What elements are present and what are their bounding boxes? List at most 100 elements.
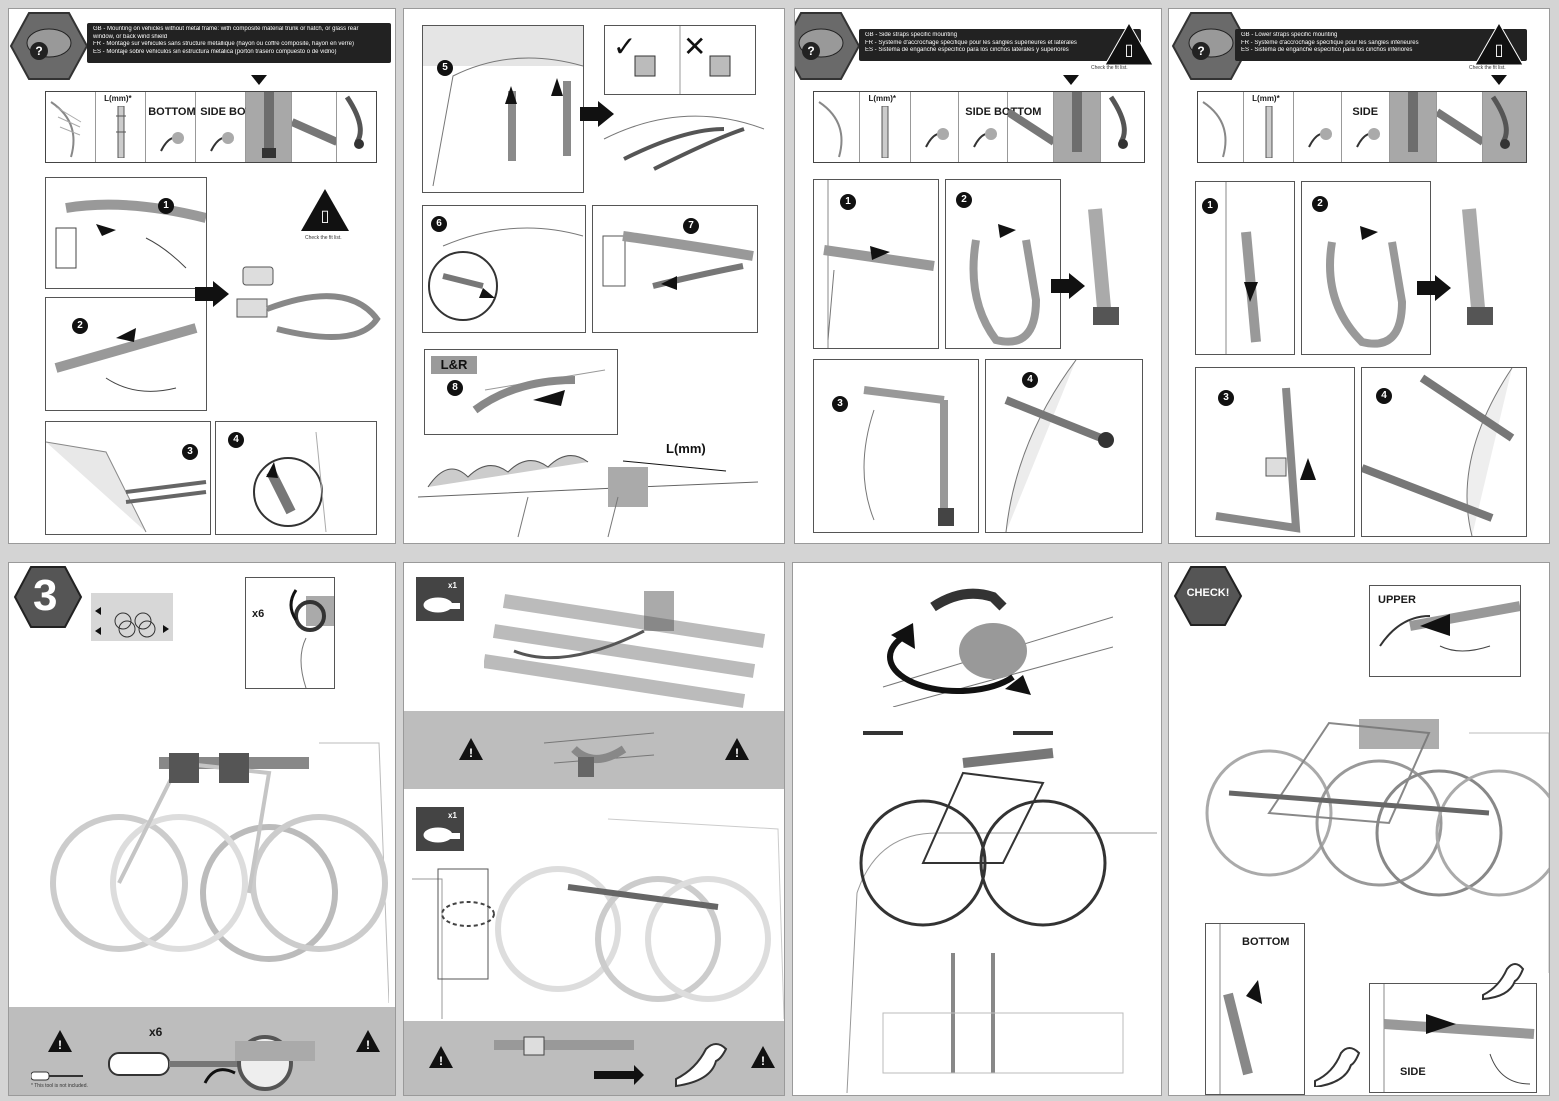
header-line-2: FR - Système d'accrochage spécifique pou… xyxy=(865,39,1077,46)
rotate-strap-illustration xyxy=(882,588,1113,707)
svg-text:▯: ▯ xyxy=(1495,42,1504,59)
fit-cell-bottom: BOTTOM xyxy=(146,92,197,162)
side-bottom-label: SIDE BOTTOM xyxy=(965,106,1042,118)
step-number: 8 xyxy=(447,380,463,396)
bike-on-rack-illustration xyxy=(846,731,1157,1093)
svg-text:▯: ▯ xyxy=(1125,42,1134,59)
instruction-header: GB - Lower straps specific mounting FR -… xyxy=(1235,29,1527,61)
side-label: SIDE xyxy=(1352,106,1379,118)
header-line-2: FR - Système d'accrochage spécifique pou… xyxy=(1241,39,1419,46)
step-number: 1 xyxy=(840,194,856,210)
right-arrow-icon xyxy=(1051,273,1085,299)
panel-rotate-strap xyxy=(792,562,1162,1096)
step-8-box: L&R 8 xyxy=(424,349,618,435)
bottom-label: BOTTOM xyxy=(148,106,196,118)
side-label: SIDE xyxy=(1400,1066,1426,1078)
screwdriver-illustration xyxy=(108,1035,315,1091)
step-number: 7 xyxy=(683,218,699,234)
panel-strap-bikes: x1 ! ! x1 ! ! xyxy=(403,562,785,1096)
step-number: 4 xyxy=(1376,388,1392,404)
fit-cell-strap-a xyxy=(246,92,292,162)
check-fit-list-note: Check the fit list. xyxy=(305,235,342,241)
svg-text:!: ! xyxy=(761,1054,765,1068)
fit-strip: L(mm)* SIDE xyxy=(1197,91,1527,163)
step-7-box: 7 xyxy=(592,205,758,333)
panel-lower-straps-mounting: ? GB - Lower straps specific mounting FR… xyxy=(1168,8,1550,544)
lmm-label: L(mm)* xyxy=(104,94,132,103)
panel-side-straps-mounting: ? GB - Side straps specific mounting FR … xyxy=(794,8,1162,544)
fit-cell-gauge xyxy=(1198,92,1245,162)
step-1-box: 1 xyxy=(813,179,939,349)
fit-cell-lmm: L(mm)* xyxy=(1244,92,1295,162)
svg-text:!: ! xyxy=(439,1054,443,1068)
down-arrow-icon xyxy=(251,75,267,85)
step-2-box: 2 xyxy=(945,179,1061,349)
upper-strap-check-box: UPPER xyxy=(1369,585,1521,677)
step-4-box: 4 xyxy=(985,359,1143,533)
svg-text:!: ! xyxy=(58,1038,62,1052)
warning-icon: ! xyxy=(429,1046,453,1068)
step-number: 6 xyxy=(431,216,447,232)
step-3-box: 3 xyxy=(1195,367,1355,537)
upper-label: UPPER xyxy=(1378,594,1416,606)
step-number: 2 xyxy=(72,318,88,334)
step-5-box: 5 xyxy=(422,25,584,193)
svg-text:?: ? xyxy=(35,44,42,58)
step-3-box: 3 xyxy=(45,421,211,535)
strap-buckle-illustration xyxy=(236,266,381,340)
fit-cell-hook-a xyxy=(911,92,960,162)
check-fit-list-warning-icon: ▯ xyxy=(1104,21,1154,66)
step-number: 1 xyxy=(158,198,174,214)
car-question-hex-icon: ? xyxy=(1171,12,1251,80)
warning-icon: ! xyxy=(459,738,483,760)
fit-cell-side: SIDE xyxy=(1342,92,1391,162)
trunk-straps-illustration xyxy=(603,115,765,171)
warning-icon: ! xyxy=(751,1046,775,1068)
instruction-header: GB - Mounting on vehicles without metal … xyxy=(87,23,391,63)
check-fit-list-note: Check the fit list. xyxy=(1469,65,1506,71)
step-4-box: 4 xyxy=(1361,367,1527,537)
panel-mounting-no-metal-frame: ? GB - Mounting on vehicles without meta… xyxy=(8,8,396,544)
step-number: 4 xyxy=(228,432,244,448)
step-3-badge-number: 3 xyxy=(33,571,58,620)
fit-cell-strap-a xyxy=(1007,92,1055,162)
fit-cell-lmm: L(mm)* xyxy=(860,92,911,162)
svg-text:!: ! xyxy=(735,746,739,760)
header-line-1: GB - Side straps specific mounting xyxy=(865,32,958,38)
step-3-box: 3 xyxy=(813,359,979,533)
header-line-3: ES - Sistema de enganche específico para… xyxy=(1241,47,1413,53)
fit-cell-gauge xyxy=(814,92,861,162)
svg-text:?: ? xyxy=(807,44,814,58)
pull-strap-illustration xyxy=(494,1036,644,1085)
header-line-3: ES - Sistema de enganche específico para… xyxy=(865,47,1069,53)
fit-cell-strap-a xyxy=(1390,92,1437,162)
svg-text:!: ! xyxy=(366,1038,370,1052)
header-line-4: ES - Montaje sobre vehículos sin estruct… xyxy=(93,48,337,55)
fit-cell-hook-a xyxy=(1294,92,1343,162)
car-question-hex-icon: ? xyxy=(795,12,861,80)
rack-arms-illustration xyxy=(484,591,766,708)
fit-cell-side-bottom: SIDE BOTTOM xyxy=(196,92,276,162)
step-6-box: 6 xyxy=(422,205,586,333)
panel-steps-5-to-8: 5 ✓✕ 6 7 L&R 8 L(mm) xyxy=(403,8,785,544)
fit-strip: L(mm)* BOTTOM SIDE BOTTOM xyxy=(45,91,377,163)
fit-cell-strap-c xyxy=(1101,92,1144,162)
warning-icon: ! xyxy=(48,1030,72,1052)
quantity-label: x6 xyxy=(252,608,265,620)
x6-tighten-box: x6 xyxy=(245,577,335,689)
step-number: 2 xyxy=(1312,196,1328,212)
quantity-label: x1 xyxy=(448,581,457,590)
step-2-box: 2 xyxy=(45,297,207,411)
warning-icon: ! xyxy=(725,738,749,760)
strong-arm-icon xyxy=(675,1043,728,1088)
bottom-label: BOTTOM xyxy=(1242,936,1290,948)
lmm-label: L(mm)* xyxy=(868,94,896,103)
svg-text:✓: ✓ xyxy=(613,30,636,63)
right-arrow-icon xyxy=(1417,275,1451,301)
check-fit-list-note: Check the fit list. xyxy=(1091,65,1128,71)
header-line-2: window, or back wind shield xyxy=(93,33,168,40)
step-4-box: 4 xyxy=(215,421,377,535)
strap-x1-badge: x1 xyxy=(416,807,464,851)
svg-text:?: ? xyxy=(1197,44,1204,58)
instruction-header: GB - Side straps specific mounting FR - … xyxy=(859,29,1141,61)
